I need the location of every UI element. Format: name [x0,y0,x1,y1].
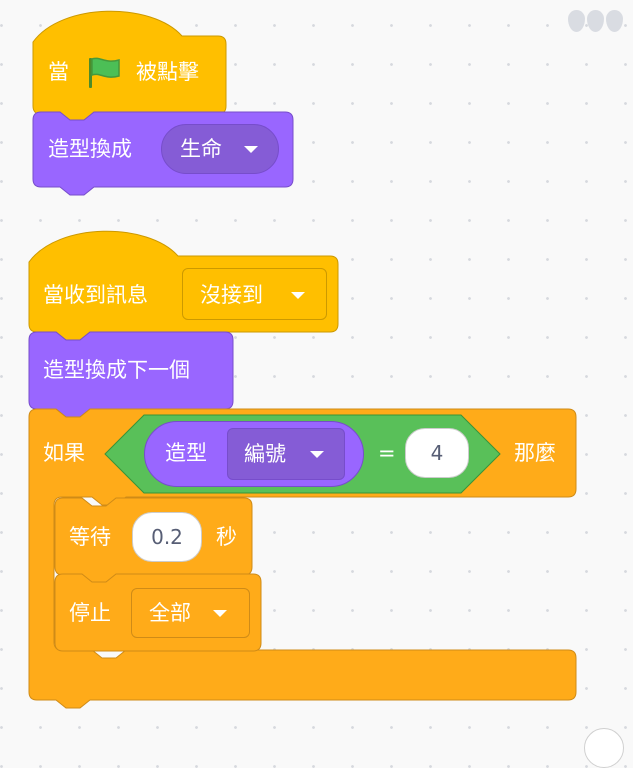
equals-sign-label: = [378,441,396,465]
when-receive-label: 當收到訊息 [43,283,148,307]
dropdown-arrow-icon [291,292,305,299]
costume-property-value: 編號 [244,442,286,466]
then-label: 那麼 [514,441,556,465]
zoom-in-icon[interactable] [568,10,585,32]
message-dropdown-value: 沒接到 [200,283,263,307]
costume-reporter-label: 造型 [165,441,207,465]
if-label: 如果 [43,441,85,465]
dropdown-arrow-icon [244,146,258,153]
equals-value-input[interactable]: 4 [405,428,469,478]
equals-value-text: 4 [430,441,444,465]
dropdown-arrow-icon [310,451,324,458]
costume-reporter[interactable]: 造型 編號 [144,421,364,487]
costume-dropdown[interactable]: 生命 [161,124,279,174]
zoom-reset-icon[interactable] [587,10,604,32]
stop-label: 停止 [69,601,111,625]
stop-option-value: 全部 [149,601,191,625]
next-costume-label: 造型換成下一個 [43,358,190,382]
switch-costume-label: 造型換成 [48,137,132,161]
stop-option-dropdown[interactable]: 全部 [131,588,250,638]
zoom-out-icon[interactable] [606,10,623,32]
when-label: 當 [48,60,69,84]
wait-label: 等待 [69,525,111,549]
message-dropdown[interactable]: 沒接到 [182,268,327,320]
costume-property-dropdown[interactable]: 編號 [227,428,345,480]
green-flag-icon [89,57,120,88]
wait-seconds-input[interactable]: 0.2 [132,512,202,562]
seconds-unit-label: 秒 [216,525,237,549]
clicked-label: 被點擊 [136,60,199,84]
wait-seconds-text: 0.2 [151,525,183,549]
scroll-corner-icon[interactable] [584,728,624,768]
costume-dropdown-value: 生命 [180,137,222,161]
dropdown-arrow-icon [213,610,227,617]
